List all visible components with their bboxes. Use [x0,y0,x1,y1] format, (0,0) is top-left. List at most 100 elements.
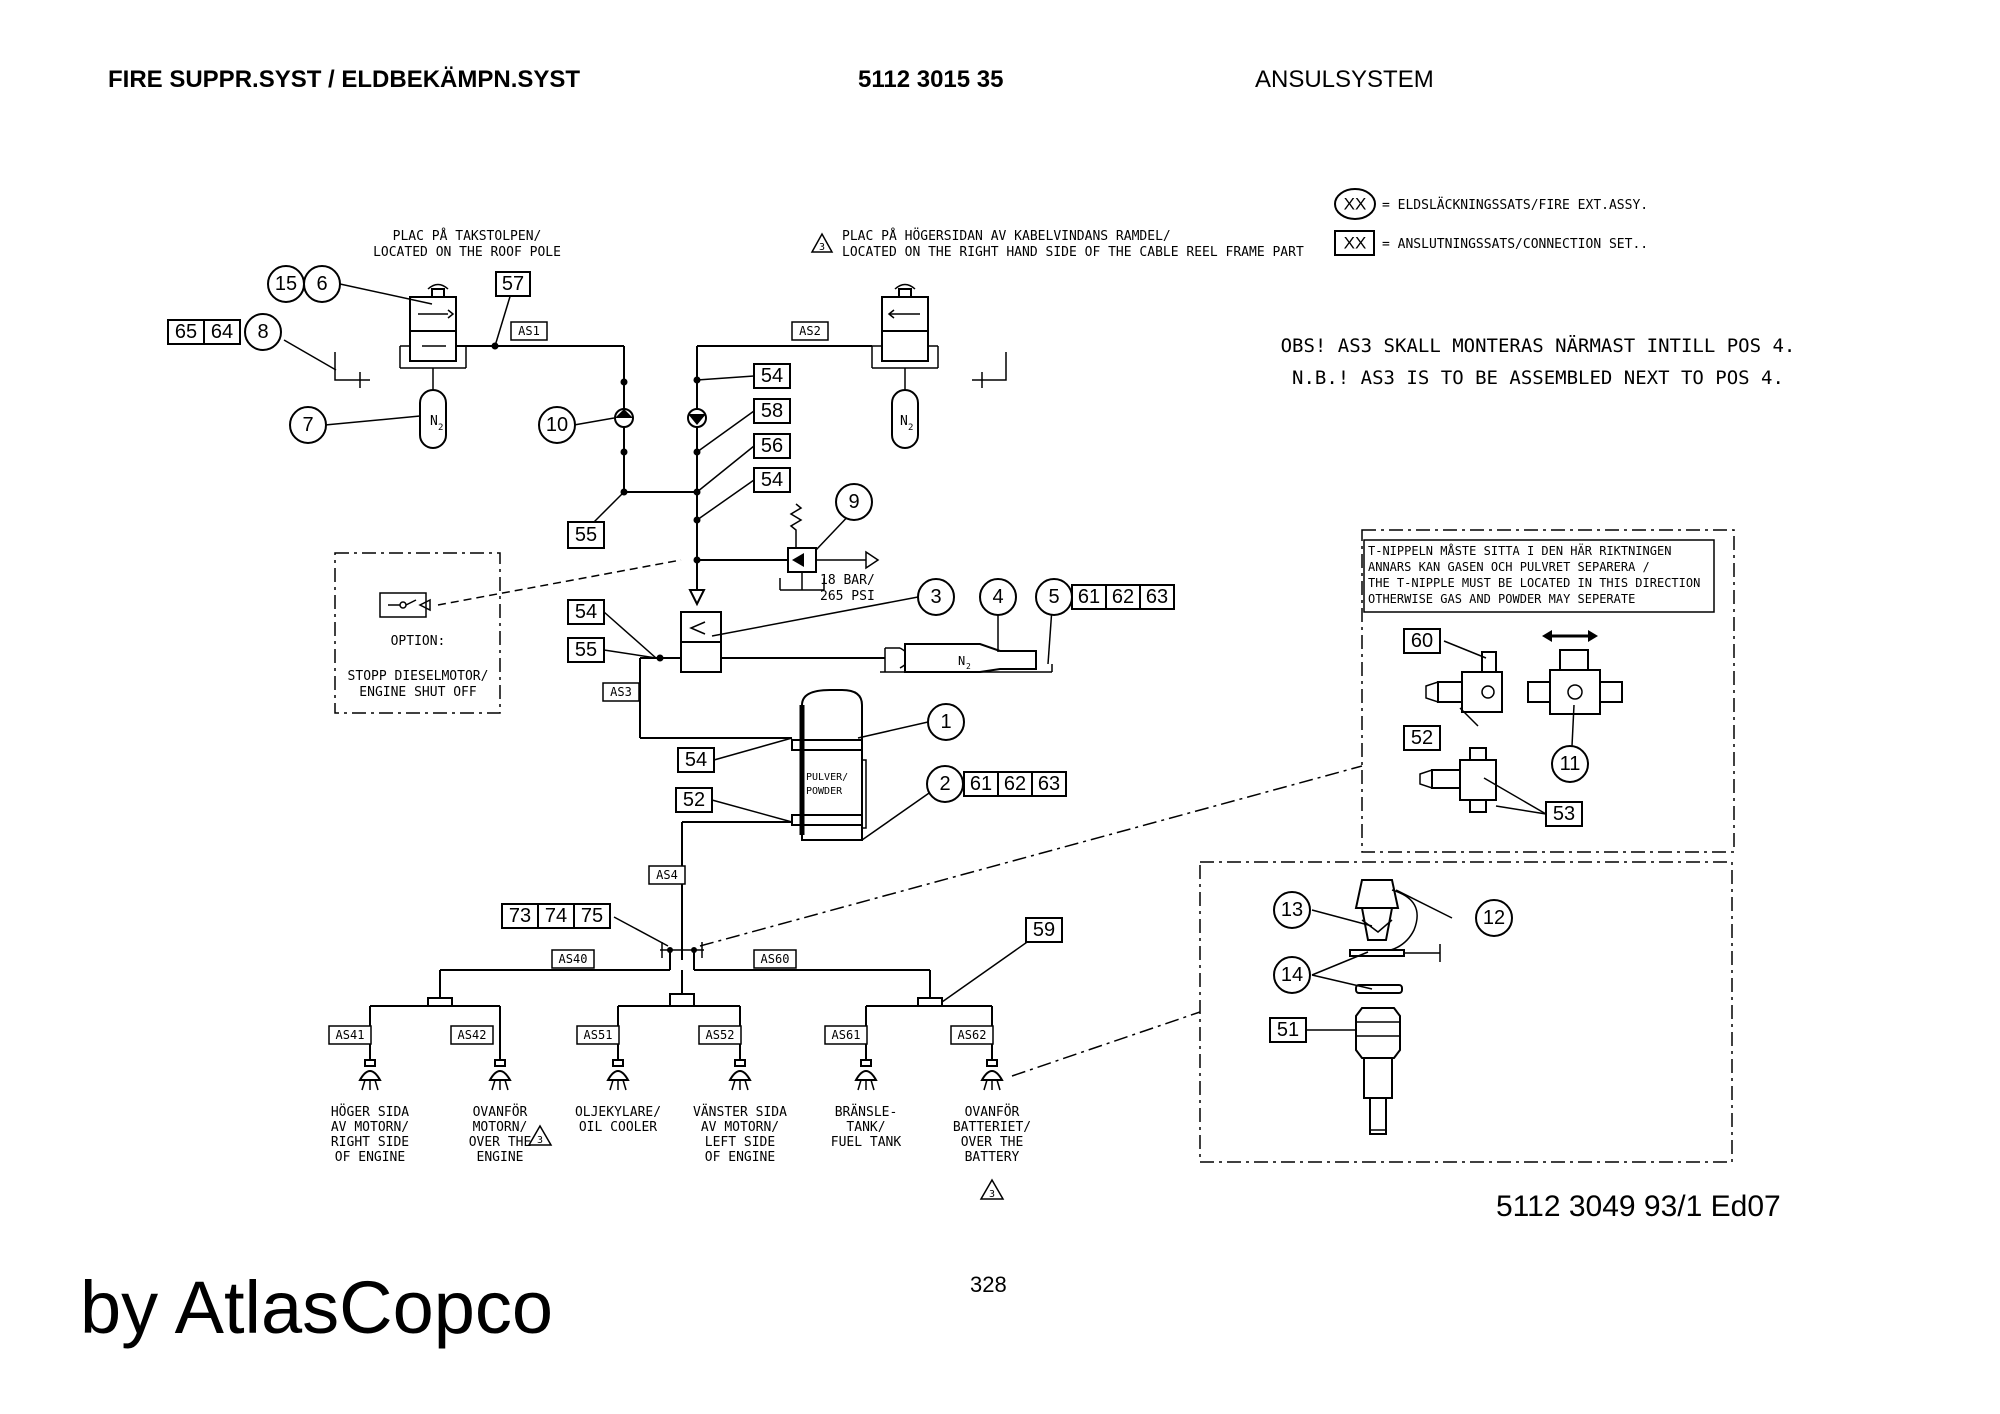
callout-circle [1273,891,1311,929]
nozzle: OLJEKYLARE/OIL COOLER [575,1059,661,1135]
ref-box-frame [997,771,1033,797]
pressure-bar: 18 BAR/ [820,573,875,588]
callout-circle [927,703,965,741]
warning-number: 3 [819,242,825,253]
bracket-left [334,352,370,388]
callout-circle [835,483,873,521]
nozzle-label: LEFT SIDE [705,1135,775,1150]
nozzle-label: FUEL TANK [831,1135,902,1150]
ref-box-51: 51 [1269,1017,1307,1043]
ref-box-frame [753,398,791,424]
ref-box-frame [675,787,713,813]
ref-box-frame [1071,584,1107,610]
pipe-as3: AS3 [610,685,632,699]
pipe-as62: AS62 [958,1028,987,1042]
option-title: OPTION: [391,634,446,649]
warning-triangle-icon [810,232,834,253]
legend-box-text: XX [1344,234,1367,253]
ref-box-number: 75 [581,905,603,927]
callout-12: 12 [1475,899,1513,937]
ref-box-number: 55 [575,639,597,661]
ref-box-frame [753,433,791,459]
ref-box-64: 64 [203,319,241,345]
ref-box-number: 55 [575,524,597,546]
nitrogen-cylinder: N 2 [880,643,1053,673]
right-nitrogen-cartridge: N 2 [891,389,919,449]
nozzle-label: AV MOTORN/ [331,1120,409,1135]
ref-box-65: 65 [167,319,205,345]
ref-box-number: 61 [970,773,992,795]
callout-5: 5 [1035,578,1073,616]
n2-subscript: 2 [908,423,913,433]
ref-box-frame [573,903,611,929]
nozzle: BRÄNSLE-TANK/FUEL TANK [831,1059,902,1150]
ref-box-53: 53 [1545,801,1583,827]
callout-circle [979,578,1017,616]
ref-box-number: 52 [683,789,705,811]
pipe-as52: AS52 [706,1028,735,1042]
ref-box-frame [567,599,605,625]
legend-box-symbol [1334,230,1375,256]
nozzle-label: ENGINE [477,1150,524,1165]
callout-6: 6 [303,265,341,303]
callout-number: 12 [1483,907,1505,929]
pipe-as61: AS61 [832,1028,861,1042]
ref-box-number: 54 [575,601,597,623]
ref-box-frame [1269,1017,1307,1043]
ref-box-54: 54 [567,599,605,625]
pipe-as40: AS40 [559,952,588,966]
pipe-as2: AS2 [799,324,821,338]
callout-number: 2 [939,773,950,795]
pipe-as41: AS41 [336,1028,365,1042]
pressure-psi: 265 PSI [820,589,875,604]
callout-number: 13 [1281,899,1303,921]
callout-7: 7 [289,406,327,444]
warning-triangle-icon [979,1178,1005,1200]
callout-2: 2 [926,765,964,803]
callout-number: 6 [316,273,327,295]
callout-15: 15 [267,265,305,303]
tnipple-note-3: THE T-NIPPLE MUST BE LOCATED IN THIS DIR… [1368,576,1700,590]
callout-9: 9 [835,483,873,521]
reel-placement-english: LOCATED ON THE RIGHT HAND SIDE OF THE CA… [842,245,1304,260]
ref-box-frame [1025,917,1063,943]
callout-number: 1 [940,711,951,733]
nozzle-label: OIL COOLER [579,1120,657,1135]
relief-valve: 18 BAR/ 265 PSI [779,503,880,604]
pipe-as4: AS4 [656,868,678,882]
nozzle-label: OVANFÖR [965,1103,1020,1120]
shutoff-english: ENGINE SHUT OFF [359,685,477,700]
roof-placement-swedish: PLAC PÅ TAKSTOLPEN/ [393,228,542,244]
legend-circle-text: XX [1344,195,1367,214]
pipe-labels: AS1 AS2 AS3 AS4 AS40 AS60 AS41 AS42 AS51… [328,321,994,1045]
ref-box-55: 55 [567,637,605,663]
ref-box-number: 61 [1078,586,1100,608]
ref-box-number: 62 [1004,773,1026,795]
callout-number: 5 [1048,586,1059,608]
tnipple-note-2: ANNARS KAN GASEN OCH PULVRET SEPARERA / [1368,560,1650,574]
ref-box-63: 63 [1031,771,1067,797]
ref-box-54: 54 [753,467,791,493]
ref-box-54: 54 [753,363,791,389]
callout-number: 15 [275,273,297,295]
ref-box-frame [501,903,539,929]
piping [369,342,993,1065]
warning-triangle-icon [527,1124,553,1146]
callout-number: 9 [848,491,859,513]
tank-label-english: POWDER [806,786,843,797]
callout-circle [538,406,576,444]
nozzle-label: HÖGER SIDA [331,1103,409,1120]
reel-placement-swedish: PLAC PÅ HÖGERSIDAN AV KABELVINDANS RAMDE… [842,227,1171,244]
ref-box-52: 52 [675,787,713,813]
obs-note-english: N.B.! AS3 IS TO BE ASSEMBLED NEXT TO POS… [1292,367,1784,389]
ref-box-55: 55 [567,521,605,549]
leader-lines [283,283,1575,1077]
ref-box-52: 52 [1403,725,1441,751]
nozzle-label: OVER THE [961,1135,1024,1150]
callout-number: 3 [930,586,941,608]
option-engine-shutoff: OPTION: STOPP DIESELMOTOR/ ENGINE SHUT O… [334,552,682,714]
